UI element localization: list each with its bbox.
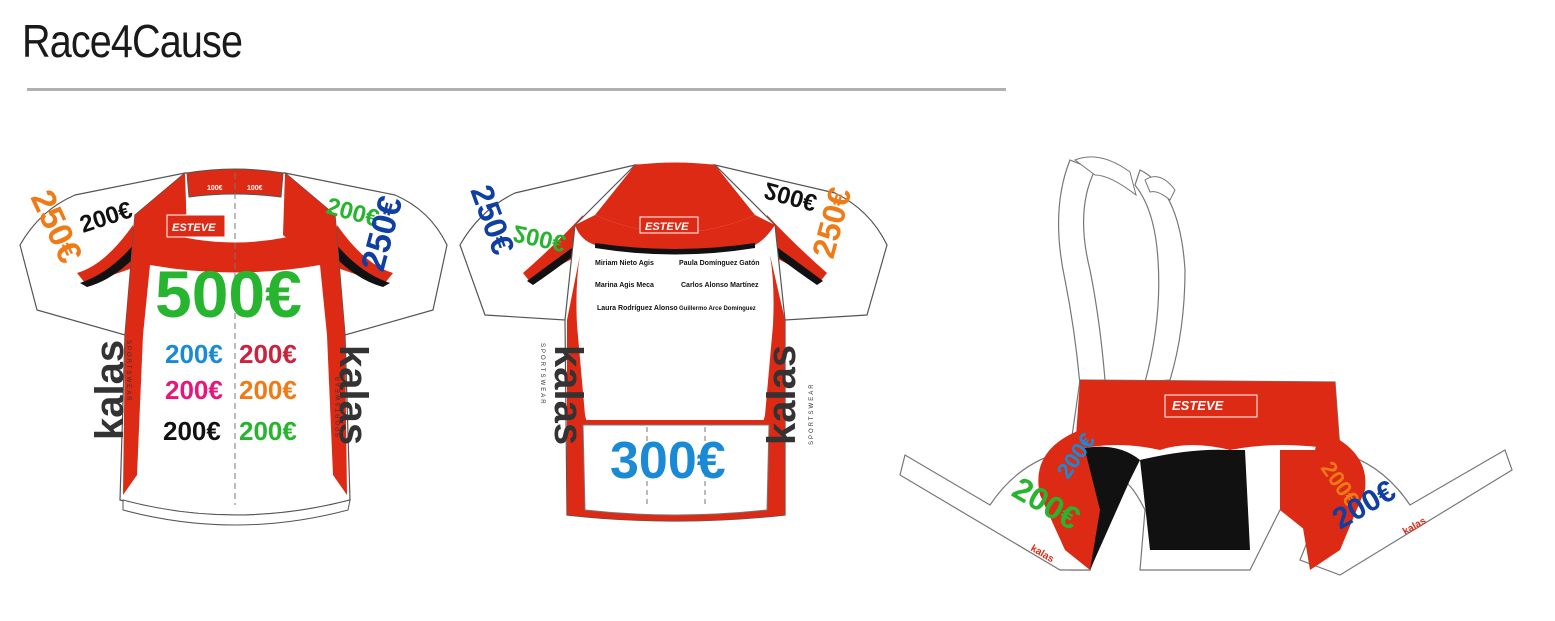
bib-shorts: ESTEVE 200€ 200€ 200€ 200€ kalas kalas — [899, 156, 1513, 576]
front-left-side-brand: kalas — [88, 340, 132, 440]
back-right-side-brand: kalas — [760, 345, 804, 445]
back-jersey: ESTEVE 250€ 200€ 200€ 250€ Miriam Nieto … — [459, 162, 888, 522]
front-left-side-sub: SPORTSWEAR — [125, 340, 131, 403]
back-name-1: Miriam Nieto Agis — [595, 260, 654, 267]
back-name-2: Paula Domínguez Gatón — [679, 260, 760, 267]
front-grid-price-4: 200€ — [239, 375, 297, 405]
bib-strap-right — [1134, 169, 1186, 383]
back-name-4: Carlos Alonso Martínez — [681, 282, 759, 289]
back-left-side-sub: SPORTSWEAR — [539, 343, 545, 406]
front-grid-price-1: 200€ — [165, 339, 223, 369]
back-left-sleeve — [459, 164, 637, 321]
front-grid-price-3: 200€ — [165, 375, 223, 405]
front-grid-price-6: 200€ — [239, 416, 297, 446]
bib-strap-left — [1057, 159, 1106, 386]
back-brand: ESTEVE — [645, 221, 689, 233]
back-left-side-brand: kalas — [546, 345, 590, 445]
front-chest-kalas: kalas — [250, 221, 280, 235]
front-jersey: 100€ 100€ ESTEVE kalas 250€ 200€ 200€ 25… — [19, 168, 448, 526]
front-chest-brand: ESTEVE — [172, 222, 216, 234]
back-name-5: Laura Rodríguez Alonso — [597, 305, 678, 312]
back-name-3: Marina Agis Meca — [595, 282, 654, 289]
title-divider — [27, 88, 1006, 91]
bib-brand: ESTEVE — [1172, 398, 1224, 413]
front-right-side-brand: kalas — [331, 345, 375, 445]
page-title: Race4Cause — [22, 15, 243, 67]
back-right-sleeve — [713, 164, 888, 321]
back-pocket-price: 300€ — [610, 432, 726, 490]
back-right-side-sub: SPORTSWEAR — [809, 382, 815, 445]
front-grid-price-5: 200€ — [163, 416, 221, 446]
back-name-6: Guillermo Arce Domínguez — [679, 306, 756, 312]
front-grid-price-2: 200€ — [239, 339, 297, 369]
front-center-price: 500€ — [155, 257, 302, 331]
front-collar-left-value: 100€ — [207, 185, 223, 192]
front-collar-right-value: 100€ — [247, 185, 263, 192]
front-right-side-sub: SPORTSWEAR — [336, 374, 342, 437]
